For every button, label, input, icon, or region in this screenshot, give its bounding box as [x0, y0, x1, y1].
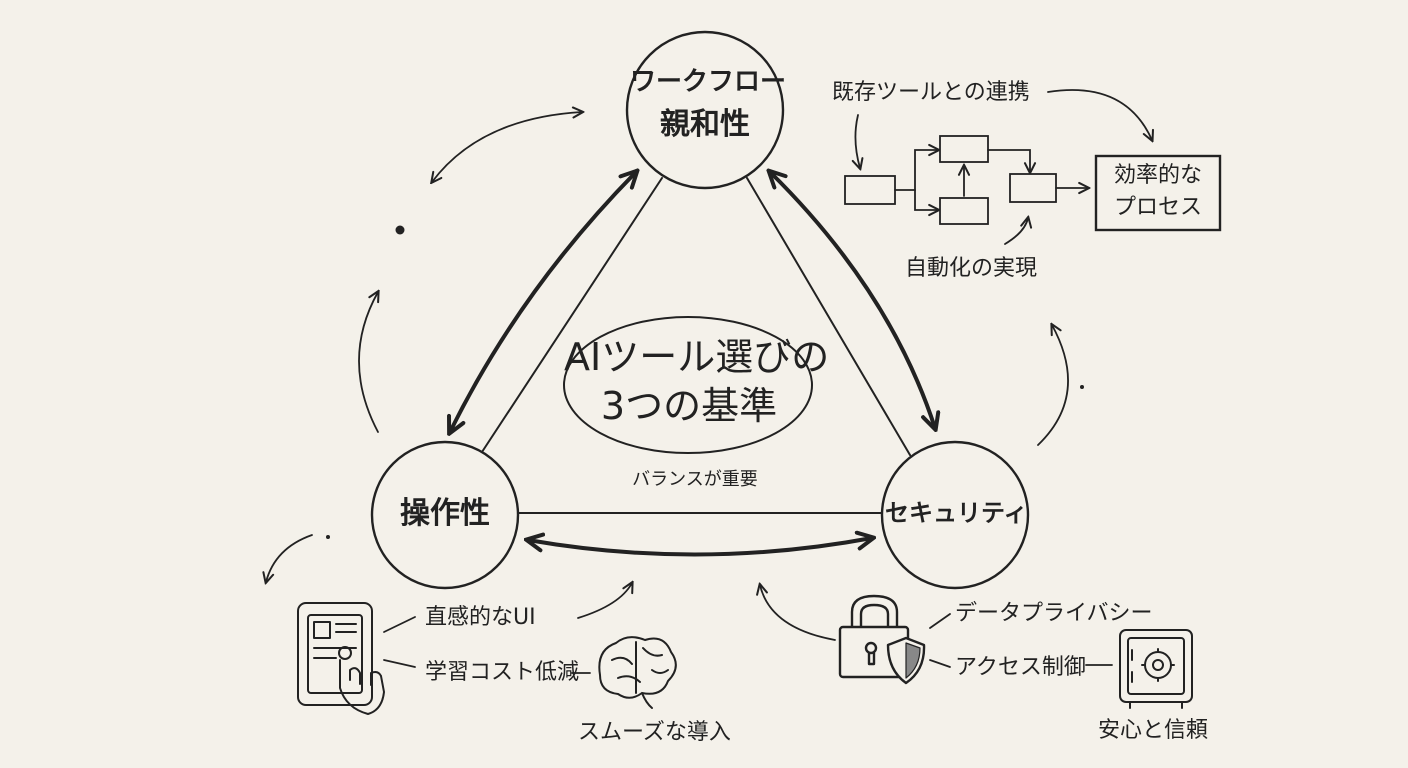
node-circle-usability [370, 440, 520, 590]
arrow-automation-to-flow [1004, 218, 1028, 245]
arrow-integration-to-process [1047, 89, 1152, 140]
flowchart-icon [844, 135, 1088, 225]
label-data-privacy: データプライバシー [955, 601, 1153, 626]
arrow-workflow-security [770, 172, 935, 428]
node-workflow-line1: ワークフロー [630, 67, 787, 97]
dot-lower-left [326, 535, 330, 539]
dot-left [395, 225, 405, 235]
node-workflow-line2: 親和性 [660, 107, 750, 142]
label-learning-cost: 学習コスト低減 [425, 660, 580, 685]
node-circle-security [880, 440, 1030, 590]
leader-data-privacy [929, 613, 951, 629]
node-usability-label: 操作性 [400, 496, 490, 531]
label-efficient-line2: プロセス [1113, 195, 1202, 220]
label-automation: 自動化の実現 [905, 256, 1038, 281]
label-integration: 既存ツールとの連携 [832, 80, 1030, 105]
arrow-ui-to-center [577, 583, 632, 619]
label-efficient-line1: 効率的な [1113, 163, 1202, 188]
label-smooth-intro: スムーズな導入 [578, 720, 731, 745]
safe-icon [1119, 629, 1193, 709]
dot-right [1080, 385, 1084, 389]
outer-arrow-right [1037, 325, 1069, 446]
center-title-line2: 3つの基準 [600, 384, 778, 428]
arrow-integration-to-flow [855, 114, 860, 168]
center-note: バランスが重要 [632, 469, 758, 490]
efficient-process-box [1094, 154, 1222, 232]
node-security-label: セキュリティ [885, 499, 1028, 527]
arrow-usability-security [528, 538, 872, 557]
label-trust: 安心と信頼 [1098, 718, 1209, 743]
leader-learning-cost [383, 659, 416, 668]
leader-access-control [929, 659, 951, 668]
lock-shield-icon [838, 594, 926, 685]
brain-icon [598, 636, 677, 709]
arrow-workflow-usability [450, 172, 636, 432]
center-ellipse [563, 316, 813, 454]
leader-intuitive-ui [383, 616, 416, 633]
outer-arrow-top-left [432, 112, 582, 182]
node-circle-workflow [625, 30, 785, 190]
center-title-line1: AIツール選びの [564, 335, 830, 379]
label-intuitive-ui: 直感的なUI [425, 605, 536, 630]
label-access-control: アクセス制御 [955, 655, 1086, 680]
arrow-lock-to-center [760, 585, 836, 641]
outer-arrow-left [358, 292, 378, 433]
tablet-icon [297, 602, 385, 715]
outer-arrow-lower-left [266, 534, 313, 582]
